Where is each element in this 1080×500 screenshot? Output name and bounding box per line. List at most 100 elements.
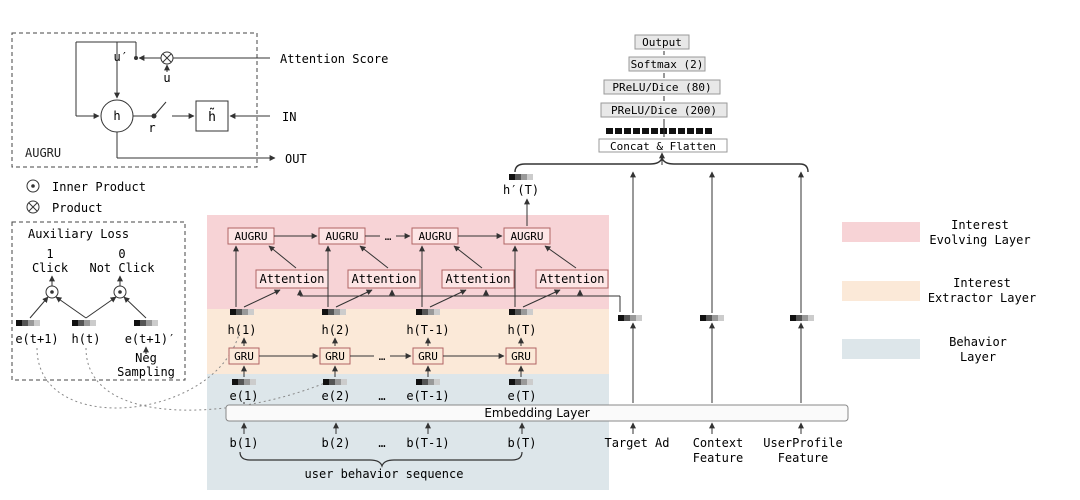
context-label-1: Context xyxy=(693,436,744,450)
output-box xyxy=(634,34,690,50)
concat-brace xyxy=(514,155,809,173)
aux-click-label: Click xyxy=(32,261,69,275)
svg-text:Softmax (2): Softmax (2) xyxy=(631,58,704,71)
gru-dots: … xyxy=(379,350,386,363)
concat-cell xyxy=(642,128,649,134)
augru-attention-score-label: Attention Score xyxy=(280,52,388,66)
hT1-label: h(T-1) xyxy=(406,323,449,337)
aux-not-click-label: Not Click xyxy=(89,261,155,275)
bT1-label: b(T-1) xyxy=(406,436,449,450)
e-dots: … xyxy=(378,389,385,403)
svg-text:GRU: GRU xyxy=(325,350,345,363)
svg-text:AUGRU: AUGRU xyxy=(234,230,267,243)
hT-label: h(T) xyxy=(508,323,537,337)
aux-e-t1-prime-label: e(t+1)′ xyxy=(125,332,176,346)
legend-swatch-behavior xyxy=(842,339,920,359)
svg-text:GRU: GRU xyxy=(234,350,254,363)
gru-box-4 xyxy=(505,347,537,365)
svg-text:Behavior: Behavior xyxy=(949,335,1007,349)
eT1-vector xyxy=(416,379,440,385)
interest-extractor-layer-bg xyxy=(207,309,609,374)
legend-swatch-extractor xyxy=(842,281,920,301)
aux-zero-label: 0 xyxy=(118,247,125,261)
attention-row: Attention Attention Attention Attention xyxy=(255,245,621,312)
concat-box xyxy=(598,138,728,153)
behavior-input-row: b(1) b(2) … b(T-1) b(T) user behavior se… xyxy=(230,422,536,481)
augru-in-label: IN xyxy=(282,110,296,124)
concat-cell xyxy=(624,128,631,134)
svg-text:Layer: Layer xyxy=(960,350,996,364)
h2-vector xyxy=(322,309,346,315)
svg-text:Attention: Attention xyxy=(259,272,324,286)
svg-text:Interest: Interest xyxy=(951,218,1009,232)
svg-text:AUGRU: AUGRU xyxy=(510,230,543,243)
attention-box-2 xyxy=(347,269,421,289)
behavior-layer-bg xyxy=(207,374,609,490)
concat-cell xyxy=(633,128,640,134)
symbol-legend: Inner Product Product xyxy=(26,179,146,215)
userprofile-vector xyxy=(790,315,814,321)
layer-legend: Interest Evolving Layer Interest Extract… xyxy=(842,218,1036,364)
aux-vec-h-t xyxy=(72,320,96,326)
svg-text:AUGRU: AUGRU xyxy=(325,230,358,243)
gru-row: GRU GRU GRU GRU … xyxy=(228,337,537,377)
svg-text:Output: Output xyxy=(642,36,682,49)
attention-box-3 xyxy=(441,269,515,289)
b-dots: … xyxy=(378,436,385,450)
attention-box-4 xyxy=(535,269,609,289)
top-stack: Output Softmax (2) PReLU/Dice (80) PReLU… xyxy=(598,34,728,165)
augru-out-label: OUT xyxy=(285,152,307,166)
aux-e-t1-label: e(t+1) xyxy=(15,332,58,346)
hT1-vector xyxy=(416,309,440,315)
svg-text:Attention: Attention xyxy=(351,272,416,286)
augru-h-tilde-label: h̃ xyxy=(208,108,216,125)
userprofile-label-1: UserProfile xyxy=(763,436,842,450)
h1-label: h(1) xyxy=(228,323,257,337)
aux-vec-e-t1-prime xyxy=(134,320,158,326)
prelu200-box xyxy=(600,102,728,118)
concat-cell xyxy=(705,128,712,134)
svg-text:Attention: Attention xyxy=(539,272,604,286)
svg-text:Extractor Layer: Extractor Layer xyxy=(928,291,1036,305)
augru-inset-title: AUGRU xyxy=(25,146,61,160)
aux-neg-label: Neg xyxy=(135,351,157,365)
svg-text:PReLU/Dice (200): PReLU/Dice (200) xyxy=(611,104,717,117)
svg-text:Evolving Layer: Evolving Layer xyxy=(929,233,1030,247)
b2-label: b(2) xyxy=(322,436,351,450)
aux-sampling-label: Sampling xyxy=(117,365,175,379)
concat-cell xyxy=(651,128,658,134)
h-prime-T-label: h′(T) xyxy=(503,183,539,197)
svg-text:Interest: Interest xyxy=(953,276,1011,290)
user-seq-brace xyxy=(239,451,523,468)
h-prime-T-vector xyxy=(509,174,533,180)
svg-text:GRU: GRU xyxy=(418,350,438,363)
context-vector xyxy=(700,315,724,321)
svg-text:Attention: Attention xyxy=(445,272,510,286)
svg-text:Concat & Flatten: Concat & Flatten xyxy=(610,140,716,153)
e1-vector xyxy=(232,379,256,385)
side-features: Target Ad Context Feature UserProfile Fe… xyxy=(604,171,843,465)
context-label-2: Feature xyxy=(693,451,744,465)
aux-one-label: 1 xyxy=(46,247,53,261)
target-ad-vector xyxy=(618,315,642,321)
augru-box-4 xyxy=(503,227,551,245)
aux-loss-title: Auxiliary Loss xyxy=(28,227,129,241)
concat-cell xyxy=(615,128,622,134)
e2-vector xyxy=(323,379,347,385)
eT-vector xyxy=(509,379,533,385)
hT-vector xyxy=(509,309,533,315)
e1-label: e(1) xyxy=(230,389,259,403)
aux-h-t-label: h(t) xyxy=(72,332,101,346)
target-ad-label: Target Ad xyxy=(604,436,669,450)
augru-h-label: h xyxy=(113,109,120,123)
augru-h-tilde-box xyxy=(195,100,229,132)
svg-text:AUGRU: AUGRU xyxy=(418,230,451,243)
inner-product-label: Inner Product xyxy=(52,180,146,194)
eT-label: e(T) xyxy=(508,389,537,403)
aux-dotted-connector-2 xyxy=(85,347,333,411)
user-seq-label: user behavior sequence xyxy=(305,467,464,481)
legend-swatch-evolving xyxy=(842,222,920,242)
aux-dotted-connector-1 xyxy=(36,329,241,409)
